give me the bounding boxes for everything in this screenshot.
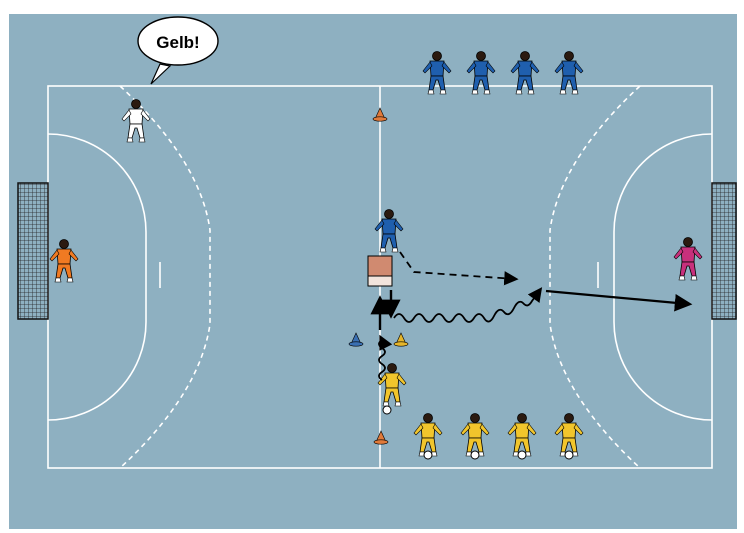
ball-icon: [424, 451, 432, 459]
box-icon: [368, 256, 392, 286]
goal-net-icon: [18, 183, 48, 319]
goal-net-icon: [712, 183, 736, 319]
speech-bubble-text: Gelb!: [156, 33, 199, 52]
ball-icon: [518, 451, 526, 459]
ball-icon: [565, 451, 573, 459]
goal-left: [18, 183, 48, 319]
ball-icon: [471, 451, 479, 459]
goal-right: [712, 183, 736, 319]
ball-icon: [383, 406, 391, 414]
